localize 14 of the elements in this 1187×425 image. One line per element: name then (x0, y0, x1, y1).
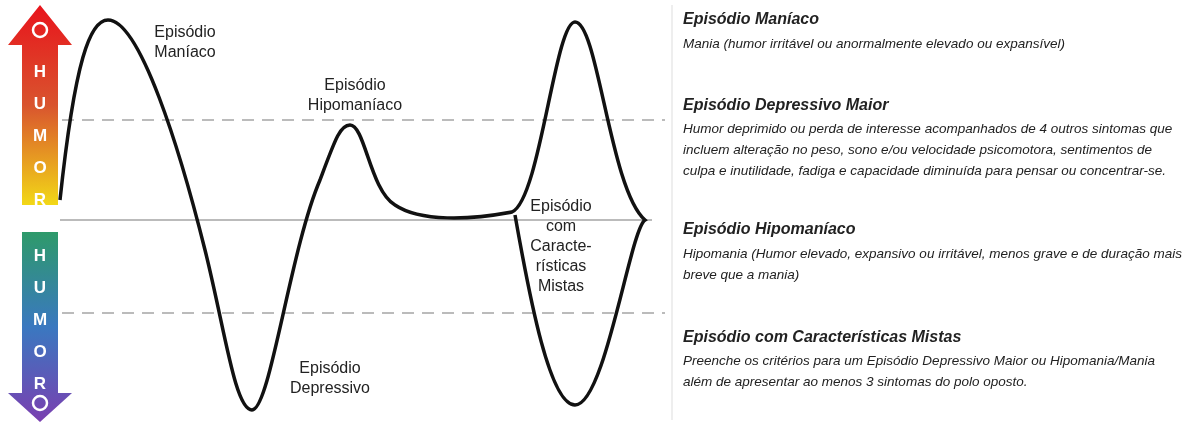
legend-heading: Episódio Maníaco (683, 10, 820, 28)
legend-heading: Episódio com Características Mistas (683, 328, 963, 346)
axis-label: HUMOR (33, 61, 47, 211)
legend-heading: Episódio Depressivo Maior (683, 96, 890, 114)
episode-label: Episódio Hipomaníaco (306, 75, 404, 115)
legend-text: Humor deprimido ou perda de interesse acompanhados de 4 outros sintomas que incluem alteração no peso, sono e/ou velocidade psicomotora, sentimentos de culpa e inutilidade, fadiga e capacidade diminuída para pensar ou concentrar-se. (683, 120, 1174, 180)
legend-text: Preenche os critérios para um Episódio Depressivo Maior ou Hipomania/Mania além de apresentar ao menos 3 sintomas do polo oposto. (683, 352, 1156, 391)
episode-label: Episódio com Caracte-rísticas Mistas (529, 196, 593, 296)
episode-label: Episódio Depressivo (289, 358, 371, 398)
legend-text: Mania (humor irritável ou anormalmente elevado ou expansível) (683, 35, 1066, 53)
episode-label: Episódio Maníaco (153, 22, 217, 62)
legend-heading: Episódio Hipomaníaco (683, 220, 857, 238)
legend-text: Hipomania (Humor elevado, expansivo ou irritável, menos grave e de duração mais breve que a mania) (683, 245, 1183, 284)
axis-label: HUMOR (33, 245, 47, 395)
